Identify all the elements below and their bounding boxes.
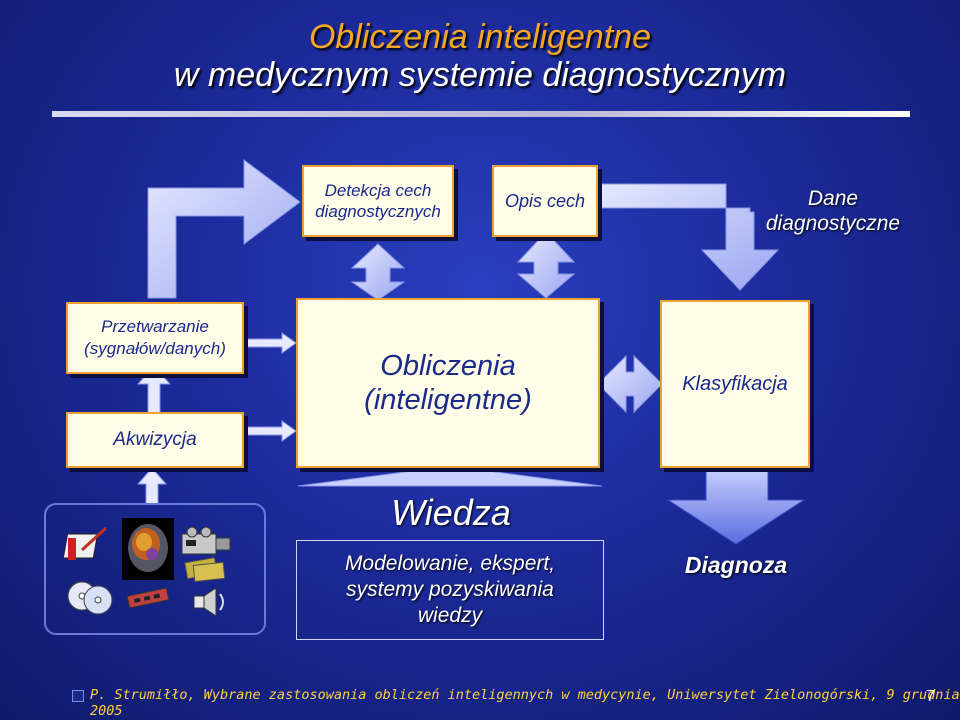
arrow-acquisition-to-processing	[136, 365, 172, 415]
memory-chip-icon	[126, 587, 170, 609]
arrow-description-computing	[516, 231, 576, 299]
brain-scan-icon	[122, 518, 174, 580]
diagnostic-data-line-1: Dane	[807, 187, 859, 210]
title-line-1: Obliczenia inteligentne	[308, 18, 652, 56]
speaker-icon	[193, 587, 224, 617]
arrow-detection-computing	[350, 243, 406, 301]
box-classification: Klasyfikacja	[660, 300, 810, 468]
box-signal-processing-label: Przetwarzanie (sygnałów/danych)	[84, 317, 226, 358]
title-divider	[52, 111, 910, 117]
arrow-acquisition-to-computing	[243, 420, 297, 442]
video-camera-icon	[181, 526, 231, 555]
arrow-processing-to-detection	[147, 159, 301, 299]
diagnostic-data-label: Dane diagnostyczne	[748, 186, 918, 236]
box-signal-processing: Przetwarzanie (sygnałów/danych)	[66, 302, 244, 374]
diagnosis-label: Diagnoza	[684, 552, 788, 578]
footer-bullet	[72, 690, 84, 702]
arrow-data-to-classification	[597, 183, 780, 291]
diagnostic-data-line-2: diagnostyczne	[765, 212, 901, 235]
data-sources-panel	[44, 503, 266, 635]
document-pen-icon	[64, 526, 108, 560]
box-classification-label: Klasyfikacja	[682, 372, 788, 395]
box-feature-detection: Detekcja cech diagnostycznych	[302, 165, 454, 237]
page-number: 7	[926, 688, 935, 705]
arrow-knowledge-to-computing	[297, 465, 603, 487]
money-icon	[184, 557, 226, 582]
box-computing-line-1: Obliczenia	[380, 350, 516, 382]
box-acquisition-label: Akwizycja	[113, 429, 197, 450]
arrow-sources-to-acquisition	[136, 467, 168, 505]
box-acquisition: Akwizycja	[66, 412, 244, 468]
title-line-2: w medycznym systemie diagnostycznym	[173, 56, 787, 94]
box-feature-detection-label: Detekcja cech diagnostycznych	[315, 181, 441, 221]
knowledge-methods-box: Modelowanie, ekspert, systemy pozyskiwan…	[296, 540, 604, 640]
page-title: Obliczenia inteligentne w medycznym syst…	[0, 18, 960, 94]
knowledge-label: Wiedza	[391, 492, 511, 533]
box-computing-line-2: (inteligentne)	[364, 384, 532, 416]
cd-discs-icon	[67, 581, 113, 615]
footer-citation: P. Strumiłło, Wybrane zastosowania oblic…	[90, 687, 960, 719]
arrow-classification-to-diagnosis	[666, 467, 806, 545]
arrow-computing-classification	[597, 354, 663, 414]
box-feature-description-label: Opis cech	[504, 190, 586, 211]
arrow-processing-to-computing	[243, 332, 297, 354]
knowledge-methods-text: Modelowanie, ekspert, systemy pozyskiwan…	[344, 552, 556, 627]
box-feature-description: Opis cech	[492, 165, 598, 237]
box-intelligent-computing: Obliczenia (inteligentne)	[296, 298, 600, 468]
